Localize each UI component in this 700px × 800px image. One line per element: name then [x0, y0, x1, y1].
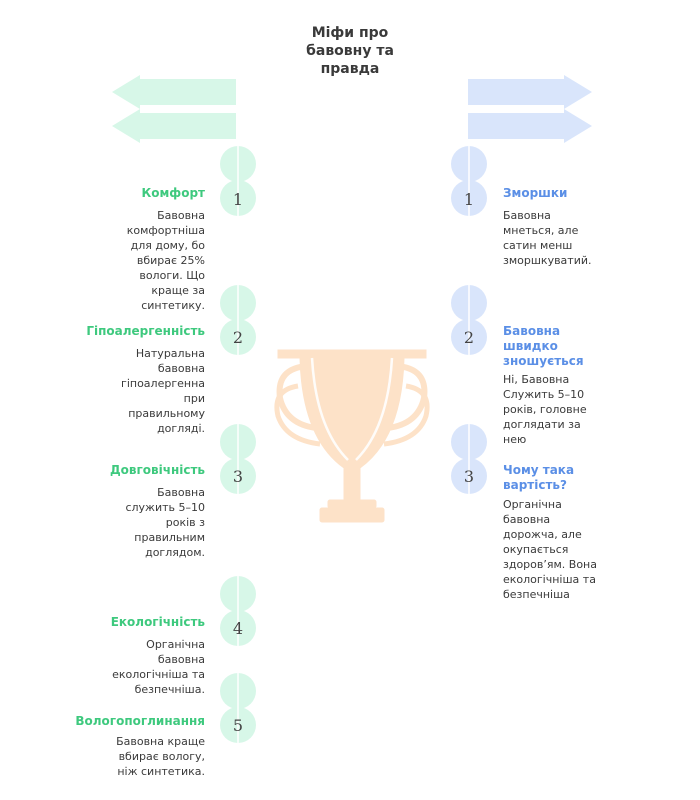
step-badge-right-2: [451, 285, 487, 355]
step-number: 2: [463, 328, 475, 347]
page-title: Міфи про бавовну та правда: [306, 25, 394, 77]
myth-heading: Екологічність: [110, 615, 205, 629]
truth-heading: Бавовна швидко зношується: [503, 324, 584, 368]
step-badge-left-1: [220, 146, 256, 216]
step-badge-right-1: [451, 146, 487, 216]
right-arrow-icon: [468, 109, 592, 143]
myth-description: Бавовна служить 5–10 років з правильним …: [125, 486, 205, 559]
truth-heading: Зморшки: [503, 186, 568, 200]
myth-heading: Довговічність: [109, 463, 205, 477]
truth-heading: Чому така вартість?: [503, 463, 575, 492]
step-badge-left-5: [220, 673, 256, 743]
step-badge-left-4: [220, 576, 256, 646]
myth-description: Бавовна краще вбирає вологу, ніж синтети…: [116, 735, 205, 778]
truth-description: Бавовна мнеться, але сатин менш зморшкув…: [503, 209, 592, 267]
myth-description: Бавовна комфортніша для дому, бо вбирає …: [126, 209, 205, 312]
step-number: 2: [232, 328, 244, 347]
step-badge-left-2: [220, 285, 256, 355]
right-arrow-icon: [468, 75, 592, 109]
step-number: 3: [232, 467, 244, 486]
step-number: 4: [232, 619, 244, 638]
step-number: 5: [232, 716, 244, 735]
myth-heading: Гіпоалергенність: [86, 324, 205, 338]
trophy-icon: [274, 349, 430, 523]
step-number: 1: [232, 190, 244, 209]
truth-description: Органічна бавовна дорожча, але окупаєтьс…: [503, 498, 597, 601]
step-badge-right-3: [451, 424, 487, 494]
myth-description: Органічна бавовна екологічніша та безпеч…: [112, 638, 205, 696]
step-number: 3: [463, 467, 475, 486]
truth-description: Ні, Бавовна Служить 5–10 років, головне …: [503, 373, 587, 446]
myth-description: Натуральна бавовна гіпоалергенна при пра…: [121, 347, 205, 435]
left-arrow-icon: [112, 75, 236, 109]
left-arrow-icon: [112, 109, 236, 143]
myth-heading: Вологопоглинання: [75, 714, 205, 728]
step-number: 1: [463, 190, 475, 209]
myth-heading: Комфорт: [141, 186, 205, 200]
step-badge-left-3: [220, 424, 256, 494]
